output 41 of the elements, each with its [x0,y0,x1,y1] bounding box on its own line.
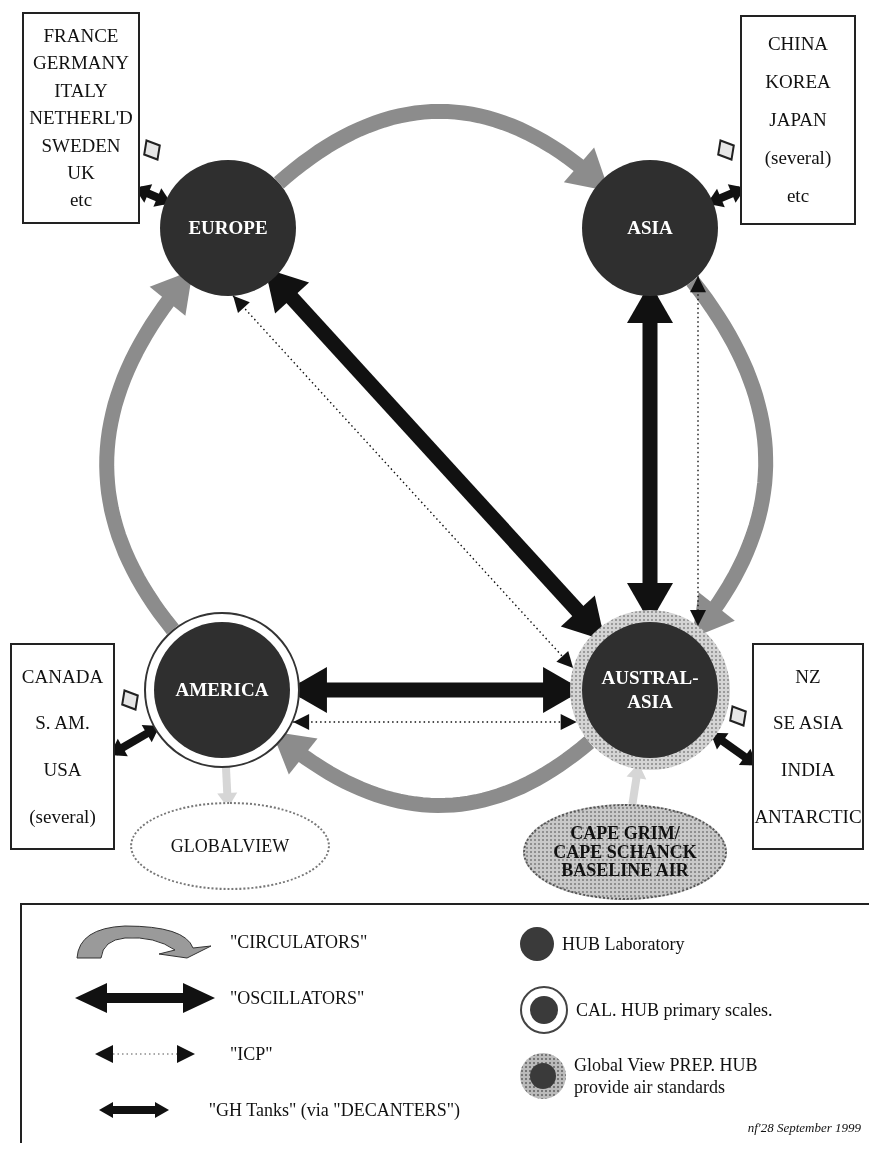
dotted-arrow [232,295,574,669]
node-text: CANADA [21,664,104,689]
node-text: SWEDEN [41,133,121,158]
node-text: AMERICA [174,678,270,702]
node-text: NETHERL'D [29,106,133,130]
legend-text: Global View PREP. HUB provide air standards [574,1053,759,1099]
legend-text: "CIRCULATORS" [230,930,368,954]
node-text: ITALY [54,78,108,103]
legend-text: "ICP" [230,1042,273,1066]
node-text: INDIA [781,758,835,782]
node-text: JAPAN [769,108,827,132]
country-list-box [10,643,115,850]
node-text: KOREA [765,70,831,94]
node-text: ASIA [627,216,673,240]
legend-text: "GH Tanks" (via "DECANTERS") [208,1098,460,1122]
legend-text: CAL. HUB primary scales. [576,998,774,1022]
legend-text: "OSCILLATORS" [230,986,365,1010]
country-list-box [22,12,140,224]
date-note: nf'28 September 1999 [747,1119,861,1137]
node-text: GERMANY [32,51,130,75]
node-text: CAPE GRIM/ CAPE SCHANCK BASELINE AIR [552,823,698,881]
node-text: SE ASIA [772,711,844,735]
node-text: NZ [795,664,821,689]
country-list-box [740,15,856,225]
node-text: CHINA [767,32,829,56]
dotted-arrow [690,275,706,627]
node-text: (several) [29,804,96,829]
node-text: etc [69,188,93,213]
dotted-arrow [292,714,578,730]
country-list-box [752,643,864,850]
node-text: USA [43,758,82,782]
node-text: UK [67,160,95,185]
node-text: S. AM. [35,711,90,735]
node-text: GLOBALVIEW [170,836,290,856]
node-text: AUSTRAL-ASIA [600,666,700,714]
node-text: FRANCE [43,23,119,48]
node-text: ANTARCTIC [754,804,862,829]
node-text: EUROPE [188,216,268,240]
node-text: (several) [764,146,832,170]
legend-text: HUB Laboratory [562,932,686,956]
node-text: etc [786,184,810,208]
